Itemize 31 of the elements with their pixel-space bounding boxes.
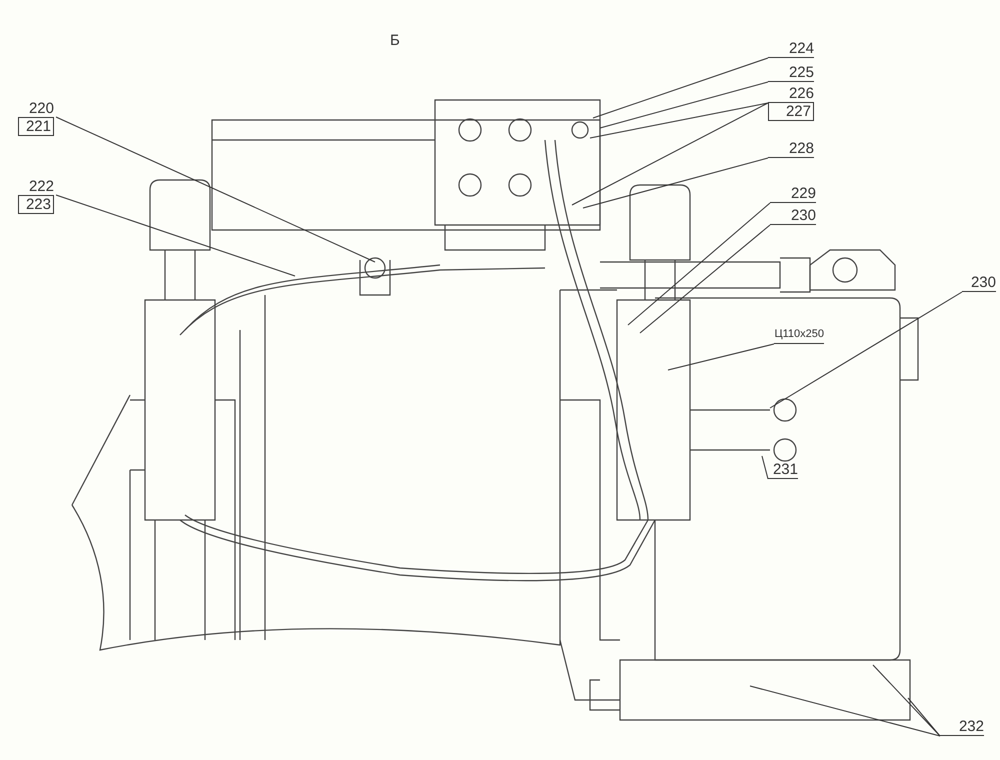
leader-line — [640, 224, 770, 334]
leader-line — [592, 58, 768, 118]
callout-number: 230 — [962, 274, 996, 292]
callout-number: 223 — [18, 196, 54, 214]
view-letter: Б — [390, 32, 400, 49]
leader-line — [56, 194, 296, 276]
callout-number: 227 — [768, 103, 814, 121]
callout-number: 220 — [18, 100, 54, 118]
callout-number: 229 — [770, 185, 816, 203]
callout-number: 221 — [18, 118, 54, 136]
callout-number: 231 — [768, 461, 798, 479]
callout-number: 225 — [768, 64, 814, 82]
callout-number: 226 — [768, 85, 814, 103]
callout-number: 228 — [768, 140, 814, 158]
leader-line — [600, 82, 768, 128]
leader-line — [56, 116, 376, 262]
callout-number: 232 — [940, 718, 984, 736]
callout-number: 224 — [768, 40, 814, 58]
leader-line — [572, 102, 768, 206]
callout-number: 222 — [18, 178, 54, 196]
leader-line — [750, 686, 940, 736]
leader-line — [668, 344, 774, 370]
leader-line — [762, 456, 768, 480]
callout-number: 230 — [770, 207, 816, 225]
leader-line — [582, 158, 768, 208]
callout-number: Ц110x250 — [774, 326, 824, 344]
leader-line — [590, 102, 768, 138]
leader-line — [770, 292, 962, 408]
leader-line — [628, 202, 770, 326]
leader-line — [908, 698, 940, 736]
leader-line — [872, 664, 940, 736]
